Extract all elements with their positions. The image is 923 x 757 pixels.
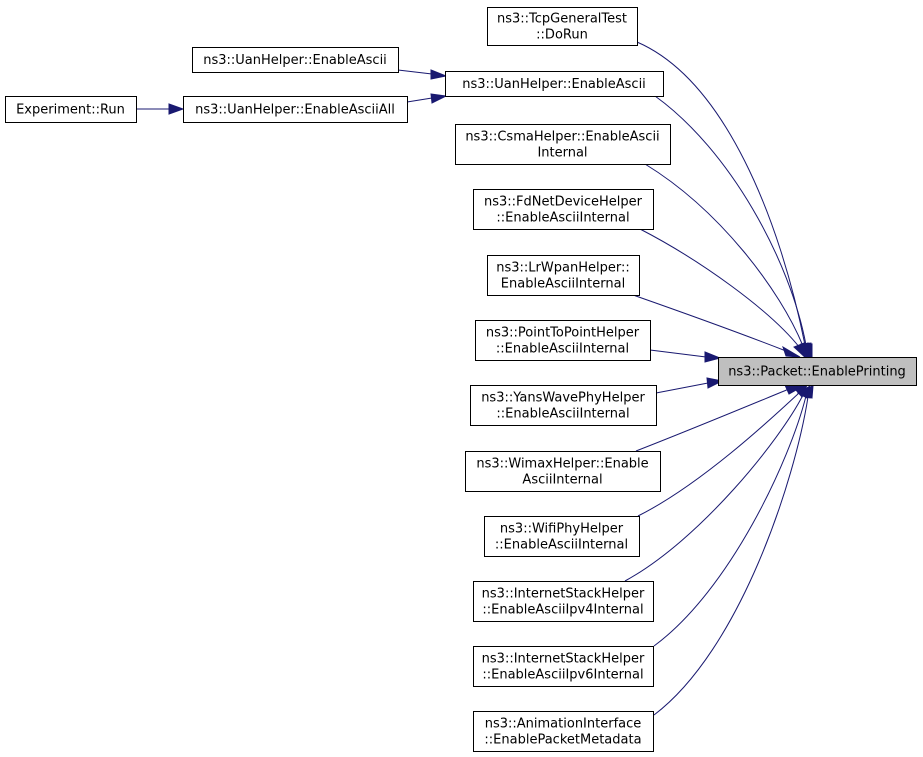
edge-line — [654, 95, 807, 346]
node-box — [5, 96, 137, 123]
edge-fdnet-to-target — [639, 228, 809, 362]
edge-line — [639, 228, 801, 349]
node-uan-all[interactable]: ns3::UanHelper::EnableAsciiAll — [183, 96, 408, 123]
edge-p2p-to-target — [649, 349, 722, 363]
node-label-line: ::EnableAsciiInternal — [496, 211, 629, 226]
edge-arrowhead — [430, 93, 448, 104]
node-wimax[interactable]: ns3::WimaxHelper::EnableAsciiInternal — [465, 451, 661, 492]
node-label-line: Internal — [537, 146, 587, 161]
node-anim[interactable]: ns3::AnimationInterface::EnablePacketMet… — [473, 711, 654, 752]
node-inet4[interactable]: ns3::InternetStackHelper::EnableAsciiIpv… — [473, 581, 654, 622]
node-lrwpan[interactable]: ns3::LrWpanHelper::EnableAsciiInternal — [487, 255, 640, 296]
edge-line — [397, 69, 433, 75]
node-box — [445, 71, 664, 97]
node-label-line: ns3::AnimationInterface — [485, 717, 642, 732]
edge-anim-to-target — [653, 384, 814, 716]
edge-line — [624, 394, 804, 582]
edge-uan_ascii_l-to-uan_ascii_r — [397, 69, 448, 80]
node-yans[interactable]: ns3::YansWavePhyHelper::EnableAsciiInter… — [470, 385, 657, 426]
node-box — [487, 7, 638, 46]
node-label-line: ns3::WifiPhyHelper — [500, 522, 624, 537]
node-label-line: ns3::YansWavePhyHelper — [481, 391, 645, 406]
node-box — [484, 516, 640, 557]
edge-line — [653, 396, 809, 716]
node-box — [473, 189, 654, 230]
edge-arrowhead — [782, 345, 801, 358]
node-label-line: ::EnableAsciiInternal — [496, 342, 629, 357]
node-label-line: ns3::LrWpanHelper:: — [496, 261, 629, 276]
node-label-line: ns3::Packet::EnablePrinting — [728, 365, 906, 380]
node-box — [470, 385, 657, 426]
node-label-line: ns3::InternetStackHelper — [482, 652, 645, 667]
node-fdnet[interactable]: ns3::FdNetDeviceHelper::EnableAsciiInter… — [473, 189, 654, 230]
node-box — [183, 96, 408, 123]
node-label-line: ns3::UanHelper::EnableAsciiAll — [195, 103, 395, 118]
node-target[interactable]: ns3::Packet::EnablePrinting — [718, 357, 917, 386]
node-box — [718, 357, 917, 386]
node-box — [465, 451, 661, 492]
edge-line — [406, 97, 433, 103]
node-box — [473, 711, 654, 752]
node-label-line: ns3::CsmaHelper::EnableAscii — [465, 130, 659, 145]
edge-arrowhead — [793, 342, 809, 362]
node-label-line: ns3::WimaxHelper::Enable — [476, 457, 648, 472]
node-label-line: Experiment::Run — [16, 103, 125, 118]
edge-uan_ascii_r-to-target — [654, 95, 813, 362]
node-tcp[interactable]: ns3::TcpGeneralTest::DoRun — [487, 7, 638, 46]
node-label-line: AsciiInternal — [522, 473, 602, 488]
node-label-line: ::DoRun — [536, 28, 588, 43]
edge-line — [655, 382, 709, 394]
node-label-line: ns3::UanHelper::EnableAscii — [462, 77, 646, 92]
node-label-line: EnableAsciiInternal — [501, 277, 625, 292]
node-experiment[interactable]: Experiment::Run — [5, 96, 137, 123]
node-box — [192, 47, 399, 73]
node-label-line: ::EnableAsciiIpv4Internal — [482, 603, 643, 618]
edge-inet6-to-target — [653, 384, 813, 647]
node-label-line: ns3::FdNetDeviceHelper — [484, 195, 643, 210]
edge-line — [637, 392, 800, 517]
node-uan-ascii-l[interactable]: ns3::UanHelper::EnableAscii — [192, 47, 399, 73]
node-label-line: ::EnableAsciiIpv6Internal — [482, 668, 643, 683]
node-box — [473, 646, 654, 687]
edges-layer — [136, 41, 814, 716]
edge-line — [644, 163, 804, 347]
node-csma[interactable]: ns3::CsmaHelper::EnableAsciiInternal — [455, 124, 671, 165]
edge-line — [649, 349, 707, 358]
edge-arrowhead — [704, 351, 722, 363]
edge-arrowhead — [168, 103, 185, 115]
edge-arrowhead — [430, 69, 448, 80]
node-uan-ascii-r[interactable]: ns3::UanHelper::EnableAscii — [445, 71, 664, 97]
edge-line — [653, 395, 807, 647]
edge-wimax-to-target — [635, 384, 805, 452]
node-box — [475, 320, 651, 361]
node-p2p[interactable]: ns3::PointToPointHelper::EnableAsciiInte… — [475, 320, 651, 361]
edge-wifi-to-target — [637, 384, 808, 517]
node-label-line: ns3::InternetStackHelper — [482, 587, 645, 602]
node-label-line: ::EnablePacketMetadata — [484, 733, 641, 748]
node-box — [455, 124, 671, 165]
node-label-line: ns3::UanHelper::EnableAscii — [203, 53, 387, 68]
edge-line — [632, 294, 787, 352]
node-box — [473, 581, 654, 622]
node-label-line: ns3::TcpGeneralTest — [497, 12, 627, 27]
edge-uan_all-to-uan_ascii_r — [406, 93, 448, 104]
edge-line — [636, 41, 806, 346]
nodes-layer: ns3::Packet::EnablePrinting ns3::TcpGener… — [5, 7, 917, 752]
node-label-line: ::EnableAsciiInternal — [495, 538, 628, 553]
edge-experiment-to-uan_all — [136, 103, 185, 115]
edge-lrwpan-to-target — [632, 294, 801, 358]
node-box — [487, 255, 640, 296]
edge-line — [635, 388, 790, 452]
node-label-line: ::EnableAsciiInternal — [496, 407, 629, 422]
edge-csma-to-target — [644, 163, 811, 362]
edge-arrowhead — [802, 384, 814, 399]
edge-yans-to-target — [655, 377, 724, 394]
node-wifi[interactable]: ns3::WifiPhyHelper::EnableAsciiInternal — [484, 516, 640, 557]
node-inet6[interactable]: ns3::InternetStackHelper::EnableAsciiIpv… — [473, 646, 654, 687]
node-label-line: ns3::PointToPointHelper — [486, 326, 640, 341]
